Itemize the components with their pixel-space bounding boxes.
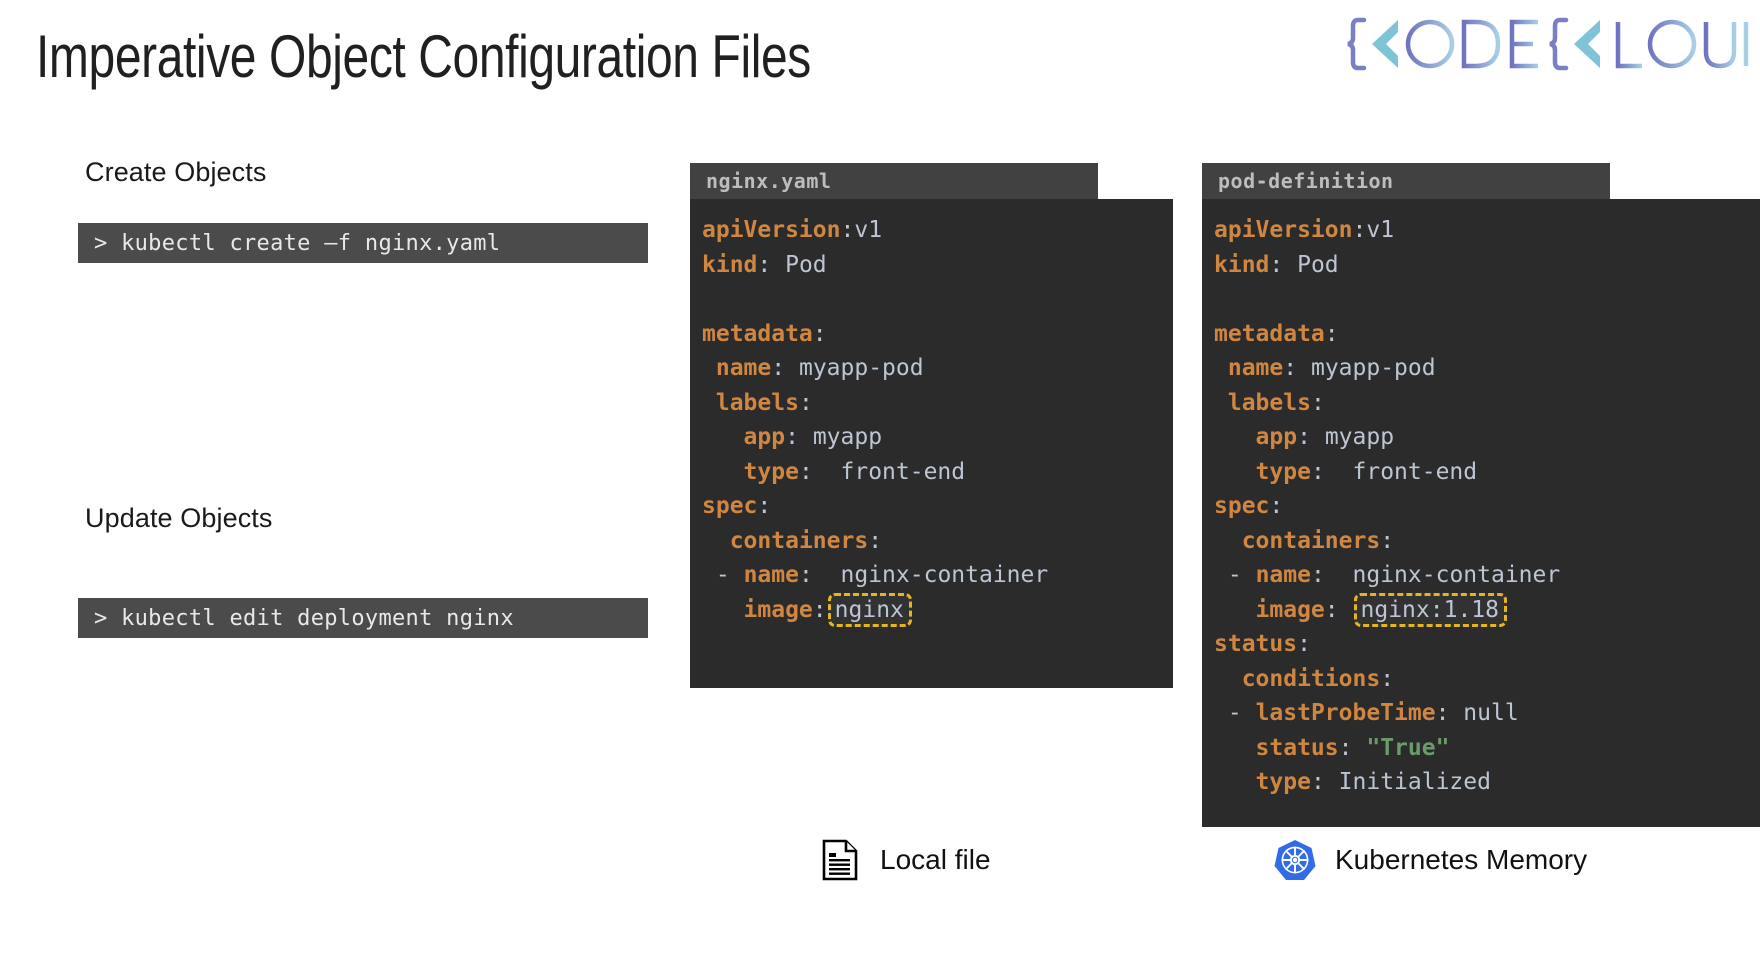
yaml-key: image (1255, 596, 1325, 623)
yaml-key: containers (729, 527, 869, 554)
code-line: containers: (729, 527, 883, 554)
code-line: containers: (1241, 527, 1395, 554)
yaml-key: status (1255, 734, 1339, 761)
yaml-value-highlighted: nginx:1.18 (1353, 592, 1507, 627)
code-panel-nginx-yaml: nginx.yaml apiVersion:v1 kind: Pod metadat… (690, 163, 1173, 688)
code-line: name: myapp-pod (1227, 355, 1436, 381)
code-line: app: myapp (1255, 424, 1395, 450)
code-line: name: myapp-pod (715, 355, 924, 381)
yaml-key: status (1214, 631, 1298, 657)
terminal-create-command: > kubectl create –f nginx.yaml (78, 223, 648, 263)
code-line: type: front-end (1255, 458, 1478, 485)
yaml-key: containers (1241, 527, 1381, 554)
terminal-update-command: > kubectl edit deployment nginx (78, 598, 648, 638)
legend-local-file: Local file (818, 838, 991, 882)
document-icon (818, 838, 862, 882)
code-line (702, 282, 1173, 317)
yaml-key: name (715, 355, 772, 381)
code-line: apiVersion:v1 (1214, 217, 1395, 243)
section-heading-create-objects: Create Objects (85, 157, 267, 187)
legend-label-local-file: Local file (880, 844, 991, 875)
yaml-key: labels (715, 389, 799, 416)
code-line: spec: (1214, 493, 1284, 519)
kubernetes-icon (1273, 838, 1317, 882)
code-line: labels: (715, 389, 813, 416)
code-line: image: nginx:1.18 (1214, 592, 1760, 628)
yaml-value: front-end (1352, 458, 1478, 485)
code-panel-title-pod-definition: pod-definition (1218, 169, 1394, 193)
yaml-value: myapp (1324, 424, 1395, 450)
code-line: apiVersion:v1 (702, 217, 883, 243)
yaml-key: app (743, 424, 786, 450)
code-line: image:nginx (702, 592, 1173, 628)
code-line: metadata: (1214, 320, 1339, 347)
yaml-key: spec (1214, 493, 1270, 519)
yaml-value: Pod (1297, 251, 1339, 278)
yaml-key: kind (1214, 251, 1270, 278)
code-content-nginx-yaml: apiVersion:v1 kind: Pod metadata: name: my… (690, 199, 1173, 688)
code-line: spec: (702, 493, 772, 519)
yaml-key: metadata (702, 320, 813, 347)
code-line: kind: Pod (1214, 251, 1339, 278)
yaml-value: Pod (785, 251, 827, 278)
yaml-key: type (1255, 458, 1311, 485)
yaml-key: name (1255, 562, 1311, 588)
yaml-value-highlighted: nginx (827, 592, 912, 627)
yaml-value: nginx-container (840, 562, 1049, 588)
page-title: Imperative Object Configuration Files (36, 23, 811, 90)
code-line: - name: nginx-container (715, 562, 1049, 588)
yaml-key: spec (702, 493, 758, 519)
code-line (1214, 282, 1760, 317)
section-heading-update-objects: Update Objects (85, 503, 273, 533)
code-line: kind: Pod (702, 251, 827, 278)
code-panel-header-nginx-yaml: nginx.yaml (690, 163, 1098, 199)
yaml-key: labels (1227, 389, 1311, 416)
code-line: status: (1214, 631, 1311, 657)
command-text-create: > kubectl create –f nginx.yaml (94, 230, 501, 256)
yaml-key: app (1255, 424, 1298, 450)
yaml-value: null (1463, 700, 1519, 726)
code-line: status: "True" (1255, 734, 1450, 761)
yaml-value: v1 (854, 217, 883, 243)
yaml-value: myapp (812, 424, 883, 450)
yaml-key: image (743, 596, 813, 623)
code-panel-title-nginx-yaml: nginx.yaml (706, 169, 832, 193)
yaml-key: name (1227, 355, 1284, 381)
code-line: type: front-end (743, 458, 966, 485)
yaml-value: myapp-pod (798, 355, 924, 381)
yaml-value: v1 (1366, 217, 1395, 243)
code-line: labels: (1227, 389, 1325, 416)
yaml-key: type (743, 458, 799, 485)
yaml-value: nginx-container (1352, 562, 1561, 588)
code-line: - lastProbeTime: null (1227, 700, 1519, 726)
code-line: app: myapp (743, 424, 883, 450)
code-line: metadata: (702, 320, 827, 347)
kodekloud-logo (1342, 12, 1752, 76)
yaml-key: apiVersion (1214, 217, 1353, 243)
yaml-key: lastProbeTime (1255, 700, 1436, 726)
code-line: type: Initialized (1255, 769, 1491, 795)
yaml-value: myapp-pod (1310, 355, 1436, 381)
code-line: conditions: (1241, 665, 1395, 692)
code-line: - name: nginx-container (1227, 562, 1561, 588)
yaml-value: "True" (1366, 734, 1450, 761)
yaml-key: kind (702, 251, 758, 278)
yaml-value: Initialized (1338, 769, 1491, 795)
yaml-value: front-end (840, 458, 966, 485)
yaml-key: apiVersion (702, 217, 841, 243)
yaml-key: metadata (1214, 320, 1325, 347)
command-text-update: > kubectl edit deployment nginx (94, 605, 514, 631)
yaml-key: name (743, 562, 799, 588)
yaml-key: type (1255, 769, 1311, 795)
code-panel-pod-definition: pod-definition apiVersion:v1 kind: Pod met… (1202, 163, 1760, 827)
yaml-key: conditions (1241, 665, 1381, 692)
legend-kubernetes-memory: Kubernetes Memory (1273, 838, 1587, 882)
legend-label-kubernetes-memory: Kubernetes Memory (1335, 844, 1588, 875)
code-panel-header-pod-definition: pod-definition (1202, 163, 1610, 199)
code-content-pod-definition: apiVersion:v1 kind: Pod metadata: name: my… (1202, 199, 1760, 827)
